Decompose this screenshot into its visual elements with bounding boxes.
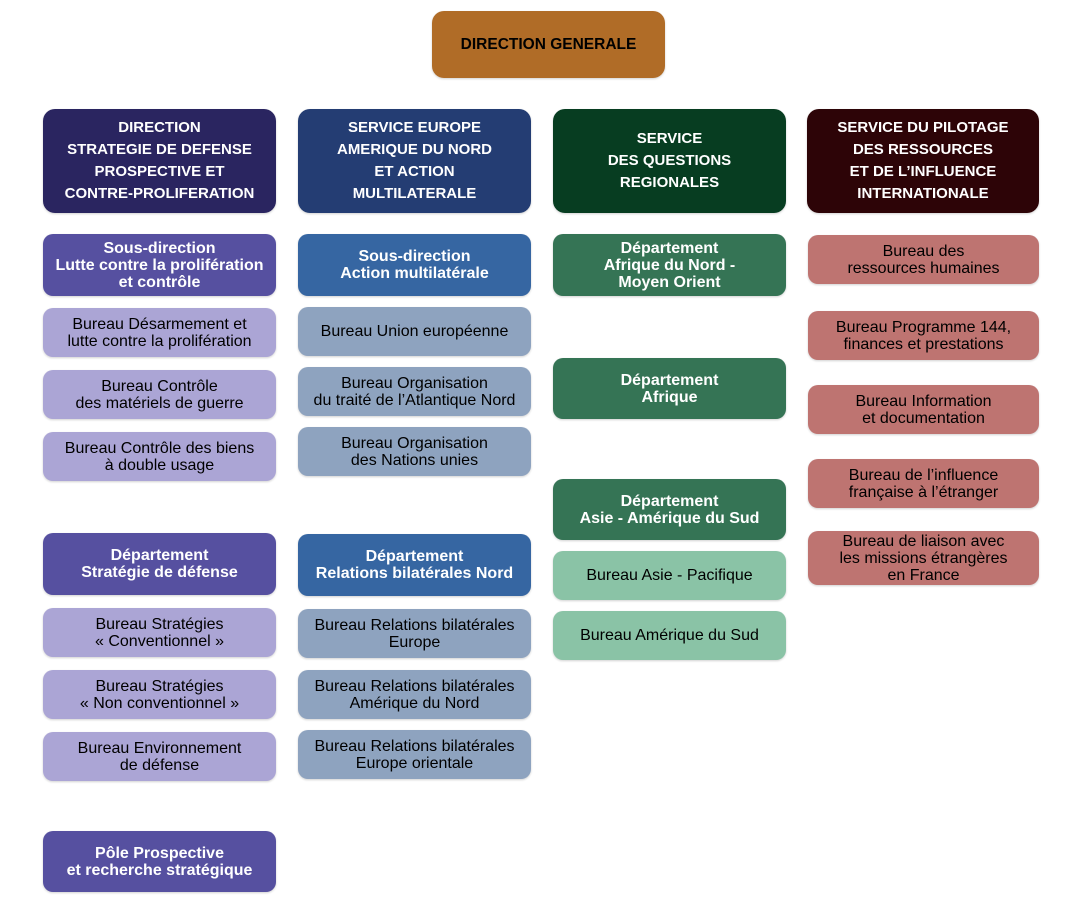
col1-sous-direction-lutte-proliferation[interactable]: Sous-direction Lutte contre la proliféra… <box>43 234 276 296</box>
col3-departement-asie-amerique-sud[interactable]: Département Asie - Amérique du Sud <box>553 479 786 540</box>
col3-departement-afrique-nord-moyen-orient[interactable]: Département Afrique du Nord - Moyen Orie… <box>553 234 786 296</box>
col2-bureau-otan[interactable]: Bureau Organisation du traité de l’Atlan… <box>298 367 531 416</box>
direction-generale-box[interactable]: DIRECTION GENERALE <box>432 11 665 78</box>
col1-bureau-controle-biens[interactable]: Bureau Contrôle des biens à double usage <box>43 432 276 481</box>
col4-head-service-pilotage[interactable]: SERVICE DU PILOTAGE DES RESSOURCES ET DE… <box>807 109 1039 213</box>
col3-departement-afrique[interactable]: Département Afrique <box>553 358 786 419</box>
col2-sous-direction-action-multilaterale[interactable]: Sous-direction Action multilatérale <box>298 234 531 296</box>
col3-bureau-asie-pacifique[interactable]: Bureau Asie - Pacifique <box>553 551 786 600</box>
col4-bureau-programme-144[interactable]: Bureau Programme 144, finances et presta… <box>808 311 1039 360</box>
col4-bureau-ressources-humaines[interactable]: Bureau des ressources humaines <box>808 235 1039 284</box>
col2-head-service-europe[interactable]: SERVICE EUROPE AMERIQUE DU NORD ET ACTIO… <box>298 109 531 213</box>
col4-bureau-influence-francaise[interactable]: Bureau de l’influence française à l’étra… <box>808 459 1039 508</box>
col1-bureau-strategies-conventionnel[interactable]: Bureau Stratégies « Conventionnel » <box>43 608 276 657</box>
col1-bureau-strategies-non-conventionnel[interactable]: Bureau Stratégies « Non conventionnel » <box>43 670 276 719</box>
col2-bureau-onu[interactable]: Bureau Organisation des Nations unies <box>298 427 531 476</box>
col1-pole-prospective[interactable]: Pôle Prospective et recherche stratégiqu… <box>43 831 276 892</box>
col1-bureau-controle-materiels[interactable]: Bureau Contrôle des matériels de guerre <box>43 370 276 419</box>
col2-bureau-rb-europe[interactable]: Bureau Relations bilatérales Europe <box>298 609 531 658</box>
col4-bureau-liaison-missions-etrangeres[interactable]: Bureau de liaison avec les missions étra… <box>808 531 1039 585</box>
col2-bureau-rb-europe-orientale[interactable]: Bureau Relations bilatérales Europe orie… <box>298 730 531 779</box>
col1-departement-strategie-defense[interactable]: Département Stratégie de défense <box>43 533 276 595</box>
col2-departement-relations-bilaterales-nord[interactable]: Département Relations bilatérales Nord <box>298 534 531 596</box>
col2-bureau-union-europeenne[interactable]: Bureau Union européenne <box>298 307 531 356</box>
col3-bureau-amerique-sud[interactable]: Bureau Amérique du Sud <box>553 611 786 660</box>
col1-bureau-desarmement[interactable]: Bureau Désarmement et lutte contre la pr… <box>43 308 276 357</box>
col1-bureau-environnement-defense[interactable]: Bureau Environnement de défense <box>43 732 276 781</box>
col2-bureau-rb-amerique-nord[interactable]: Bureau Relations bilatérales Amérique du… <box>298 670 531 719</box>
col3-head-service-questions-regionales[interactable]: SERVICE DES QUESTIONS REGIONALES <box>553 109 786 213</box>
col4-bureau-information-documentation[interactable]: Bureau Information et documentation <box>808 385 1039 434</box>
col1-head-direction-strategie-defense[interactable]: DIRECTION STRATEGIE DE DEFENSE PROSPECTI… <box>43 109 276 213</box>
